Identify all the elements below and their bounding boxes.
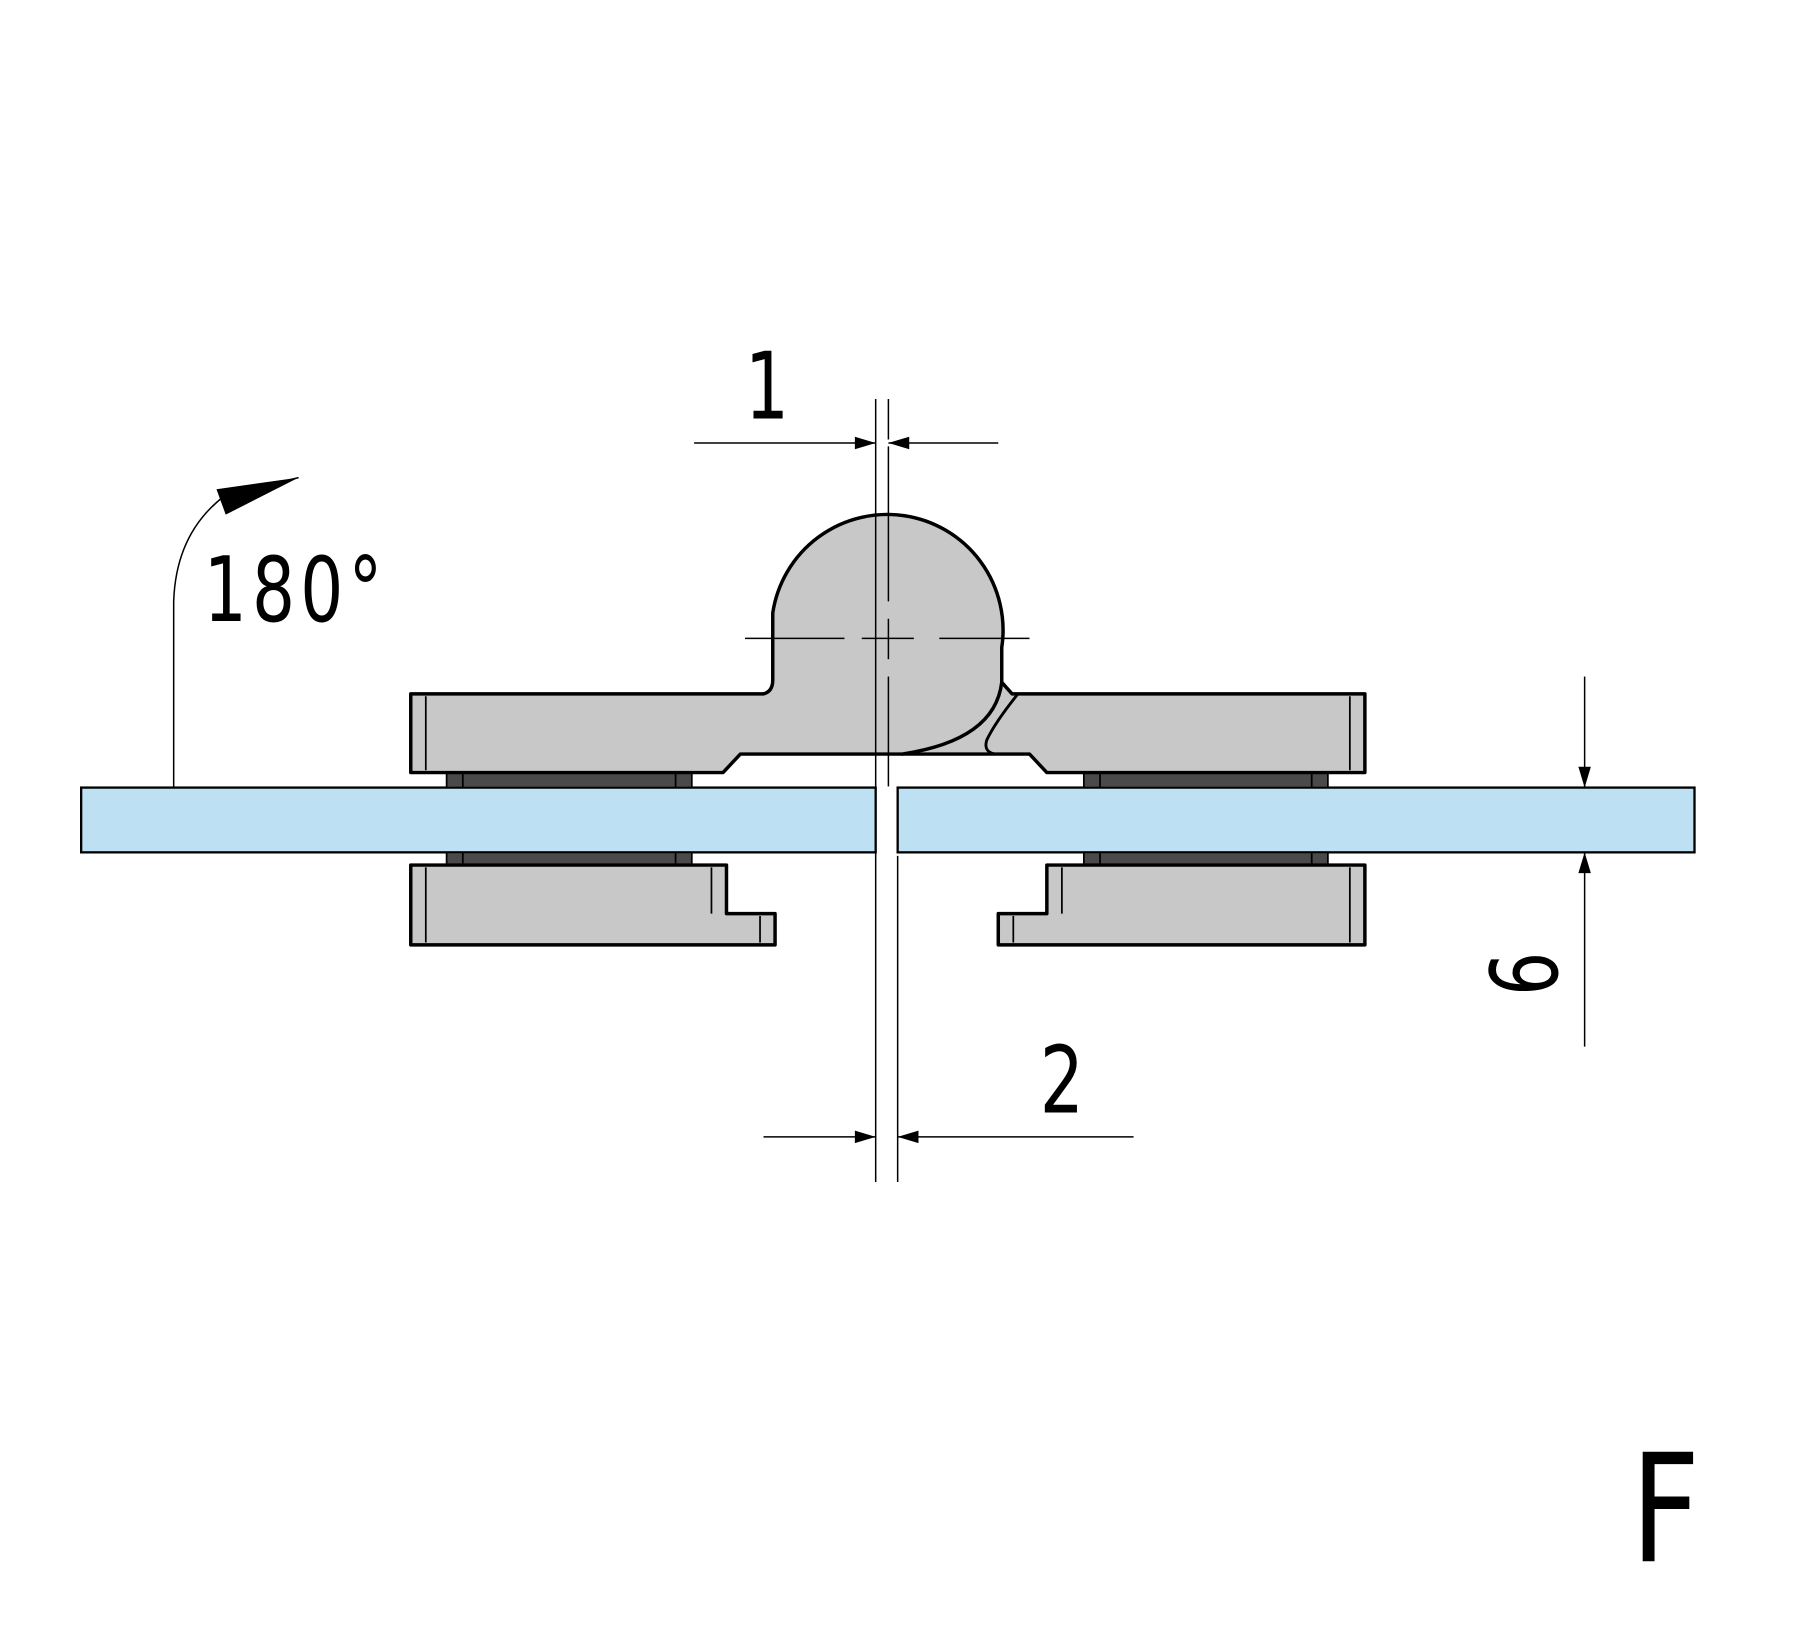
dimension-1-label: 1: [745, 334, 789, 441]
center-lines: [744, 398, 1030, 1182]
angle-label: 180°: [204, 537, 388, 642]
dimension-2-label: 2: [1040, 1028, 1084, 1135]
knuckle-notch: [984, 693, 1020, 756]
gaskets: [445, 771, 1329, 866]
glass-panel-right: [896, 786, 1696, 854]
rotation-arrowhead: [216, 477, 299, 515]
hinge-plate-top-left: [409, 512, 1005, 775]
hinge-plate-bottom-left: [409, 863, 777, 947]
hinge-plate-bottom-right: [996, 863, 1367, 947]
dimension-6-label: 6: [1472, 952, 1579, 996]
glass-panel-left: [79, 786, 877, 854]
view-label: F: [1631, 1423, 1700, 1597]
